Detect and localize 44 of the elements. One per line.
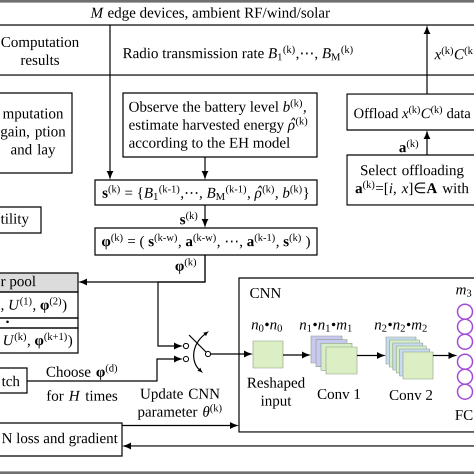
- table-row: U$^{(k)}$, φ$^{(k+1)}$): [0, 327, 79, 354]
- edge-label: s$^{(k)}$: [180, 212, 198, 224]
- layer-label: Reshaped input: [247, 377, 305, 409]
- layer-label: FC: [455, 410, 472, 420]
- arrow: [283, 352, 310, 358]
- size-label: n$_{2}$•n$_{2}$•m$_{2}$: [374, 322, 427, 332]
- size-label: m$_{3}$: [456, 287, 472, 297]
- top-band: M edge devices, ambient RF/wind/solar: [0, 7, 474, 26]
- arrow: [124, 442, 474, 450]
- arrow: [122, 422, 238, 429]
- process-box: N loss and gradient: [0, 422, 123, 457]
- arrow: [211, 350, 252, 358]
- size-label: n$_{0}$•n$_{0}$: [252, 322, 282, 332]
- process-box: Observe the battery level b$^{(k)}$, estimate harvested energy ρ̂$^{(k)}$ according to the EH model: [122, 92, 318, 158]
- edge-label: x$^{(k)}$C$^{(k}$: [434, 46, 473, 60]
- edge-label: Radio transmission rate B$_{1}$$^{(k)}$,⋯, B$_{M}$(k): [123, 46, 353, 60]
- arrow: [202, 205, 208, 226]
- arrow: [27, 356, 182, 382]
- edge-label: φ$^{(k)}$: [175, 258, 196, 274]
- arrow: [202, 157, 208, 178]
- edge-label: a$^{(k)}$: [399, 140, 418, 152]
- switch-symbol: [182, 332, 212, 372]
- layer-label: Conv 1: [318, 388, 360, 400]
- process-box: tility: [0, 206, 42, 234]
- table-header: r pool: [0, 272, 79, 293]
- arrow: [433, 352, 456, 359]
- process-box: tch: [0, 367, 28, 394]
- layer-label: Conv 2: [390, 390, 432, 400]
- arrow: [357, 352, 384, 359]
- process-box: Offload x$^{(k)}$C$^{(k)}$ data: [346, 93, 474, 131]
- formula-box: φ$^{(k)}$ = ( s$^{(k-w)}$, a$^{(k-w)}$, ⋯, a$^{(k-1)}$, s$^{(k)}$ ): [94, 227, 318, 256]
- table-row: •: [0, 317, 79, 329]
- table-row: , U$^{(1)}$, φ$^{(2)}$): [0, 291, 79, 319]
- formula-box: s$^{(k)}$ = {B$_{1}$$^{(k-1)}$,⋯, B$_{M}$$^{(k-1)}$, ρ̂$^{(k)}$, b$^{(k)}$}: [94, 179, 318, 206]
- arrow: [424, 132, 430, 155]
- process-box: mputation gain, ption and lay: [0, 92, 73, 174]
- arrow: [157, 255, 206, 350]
- size-label: n$_{1}$•n$_{1}$•m$_{1}$: [300, 322, 352, 332]
- edge-label: Update CNN parameter θ$^{(k)}$: [138, 388, 222, 420]
- process-box: Select offloading a$^{(k)}$=[i, x]∈A with: [346, 154, 474, 206]
- text-label: Computation results: [1, 36, 79, 66]
- arrow: [106, 25, 114, 178]
- edge-label: Choose φ$^{(d)}$ for H times: [46, 364, 118, 401]
- arrow: [424, 26, 430, 94]
